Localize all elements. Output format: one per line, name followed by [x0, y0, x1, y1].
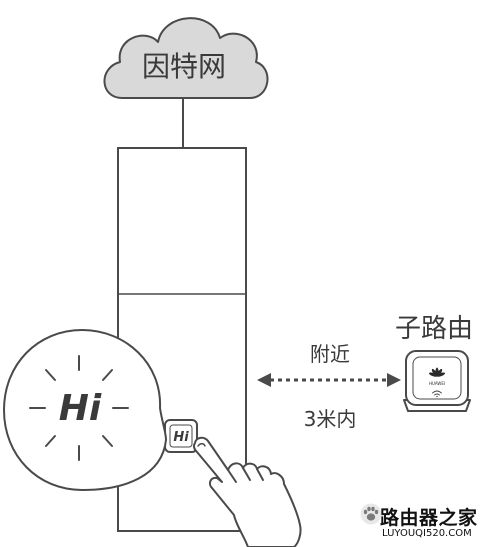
- cloud-shape: [103, 17, 269, 99]
- paw-logo-icon: [360, 503, 382, 525]
- hi-button[interactable]: Hi: [164, 419, 198, 453]
- sub-router: 子路由 HUAWEI: [395, 314, 473, 412]
- internet-cloud: 因特网: [103, 17, 269, 99]
- sub-router-panel: [412, 356, 462, 400]
- callout-hi-label: Hi: [59, 388, 102, 429]
- hi-zoom-callout: Hi: [2, 328, 168, 492]
- cloud-label: 因特网: [142, 50, 226, 83]
- callout-bubble: [2, 328, 168, 492]
- huawei-logo-icon: [428, 367, 446, 377]
- pointing-hand-icon: [192, 436, 302, 547]
- watermark-title: 路由器之家: [380, 507, 478, 529]
- watermark-url: LUYOUQI520.COM: [382, 528, 472, 539]
- hand-knuckle-2: [242, 467, 251, 481]
- connection-label-top: 附近: [310, 342, 350, 366]
- hand-knuckle-1: [227, 469, 237, 483]
- wifi-icon: [432, 390, 442, 398]
- arrow-right-icon: [387, 373, 401, 387]
- connection-label-bottom: 3米内: [304, 407, 357, 431]
- hand-knuckle-3: [256, 468, 264, 481]
- sub-router-label: 子路由: [395, 314, 473, 344]
- hand-outline: [192, 436, 302, 547]
- hi-glow-rays: [29, 355, 129, 461]
- hi-button-label: Hi: [173, 430, 189, 445]
- hi-button-inner: [169, 424, 193, 448]
- sub-router-brand: HUAWEI: [429, 381, 445, 386]
- proximity-connection: 附近 3米内: [257, 342, 401, 431]
- hand-nail: [197, 443, 206, 447]
- arrow-left-icon: [257, 373, 271, 387]
